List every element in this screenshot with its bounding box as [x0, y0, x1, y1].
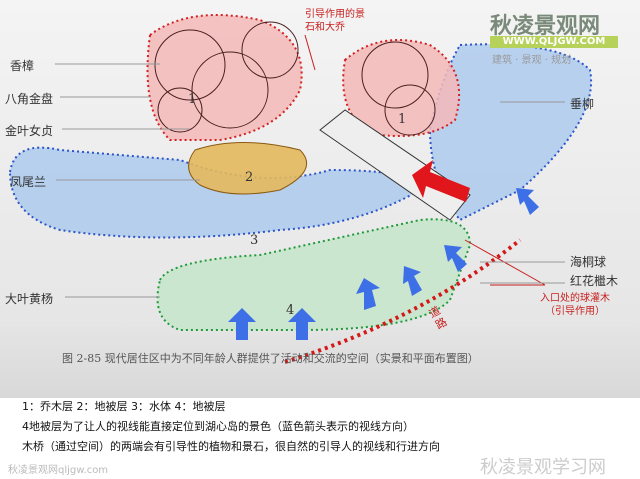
blue-arrow: [356, 278, 380, 310]
label-chuiliu: 垂柳: [570, 97, 595, 111]
watermark-title: 秋凌景观网: [490, 14, 601, 39]
watermark-bottom-right: 秋凌景观学习网: [480, 457, 606, 478]
legend-note: 1：乔木层 2：地被层 3：水体 4：地被层: [22, 400, 226, 413]
blue-arrow: [403, 266, 422, 296]
label-xiangzhang: 香樟: [10, 59, 35, 73]
watermark-tagline: 建筑 · 景观 · 规划: [492, 55, 572, 66]
label-leaders: [55, 63, 565, 298]
blue-arrow: [228, 308, 256, 340]
blue-arrows: [228, 188, 539, 340]
tree-canopies: [154, 21, 436, 136]
note-bridge: 木桥（通过空间）的两端会有引导性的植物和景石，很自然的引导人的视线和行进方向: [22, 440, 440, 453]
wooden-bridge: [319, 109, 471, 221]
tree-zone-left: [146, 14, 303, 141]
label-honghuajimu: 红花檵木: [570, 274, 619, 288]
annotation-guiding-rocks: 引导作用的景 石和大乔: [305, 9, 365, 33]
plan-drawing: [8, 14, 593, 364]
label-dayehuangyang: 大叶黄杨: [5, 292, 54, 306]
road-line: [284, 238, 522, 364]
note-sightline: 4地被层为了让人的视线能直接定位到湖心岛的景色（蓝色箭头表示的视线方向）: [22, 420, 414, 433]
label-bajiaojinpan: 八角金盘: [5, 92, 54, 106]
label-haitongqiu: 海桐球: [570, 255, 607, 269]
site-plan: 香樟 八角金盘 金叶女贞 凤尾兰 大叶黄杨 垂柳 海桐球 红花檵木 1 1 2 …: [0, 0, 640, 398]
figure-caption: 图 2-85 现代居住区中为不同年龄人群提供了活动和交流的空间（实景和平面布置图…: [62, 352, 479, 365]
blue-arrow: [444, 245, 467, 272]
red-arrow: [412, 160, 470, 202]
ground-zone-2: [188, 142, 308, 195]
annotation-entrance-shrubs: 入口处的球灌木 （引导作用）: [540, 293, 610, 317]
blue-arrow: [288, 308, 316, 340]
zone-number: 2: [245, 170, 254, 185]
watermark-bottom-left: 秋凌景观网qljgw.com: [8, 465, 109, 476]
zone-number: 1: [188, 92, 197, 107]
water-zone-right: [428, 43, 593, 222]
watermark-url: WWW.QLJGW.COM: [490, 36, 618, 48]
zone-number: 4: [286, 303, 295, 318]
zone-number: 1: [398, 112, 407, 127]
label-fengweilan: 凤尾兰: [10, 175, 47, 189]
zone-number: 3: [250, 233, 259, 248]
ground-zone-4: [156, 218, 472, 331]
label-jinyenvzhen: 金叶女贞: [5, 124, 54, 138]
blue-arrow: [516, 188, 539, 215]
